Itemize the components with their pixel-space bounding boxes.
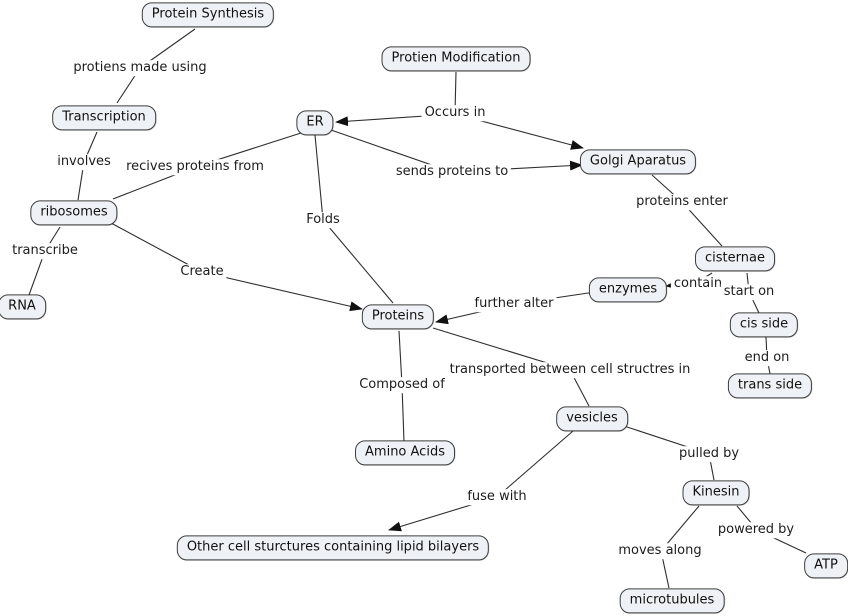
edge-line xyxy=(496,430,574,498)
concept-node-cis-side[interactable]: cis side xyxy=(729,312,799,338)
edge-label-recives-proteins-from[interactable]: recives proteins from xyxy=(123,159,267,175)
edge-line xyxy=(322,219,394,304)
edge-label-proteins-enter[interactable]: proteins enter xyxy=(633,194,731,210)
concept-node-vesicles[interactable]: vesicles xyxy=(556,406,628,432)
edge-label-create[interactable]: Create xyxy=(177,264,227,280)
concept-node-amino-acids[interactable]: Amino Acids xyxy=(355,440,455,466)
concept-node-microtubules[interactable]: microtubules xyxy=(619,588,725,614)
edge-label-involves[interactable]: involves xyxy=(54,154,114,170)
concept-node-other-cell-structures[interactable]: Other cell sturctures containing lipid b… xyxy=(176,535,490,561)
edge-label-transcribe[interactable]: transcribe xyxy=(9,243,81,259)
edge-line xyxy=(398,330,403,386)
edge-line xyxy=(314,134,324,221)
concept-node-atp[interactable]: ATP xyxy=(804,553,848,579)
concept-node-cisternae[interactable]: cisternae xyxy=(695,246,775,272)
concept-node-kinesin[interactable]: Kinesin xyxy=(682,480,750,506)
concept-node-rna[interactable]: RNA xyxy=(0,294,46,320)
edge-label-occurs-in[interactable]: Occurs in xyxy=(421,105,489,121)
concept-node-golgi-aparatus[interactable]: Golgi Aparatus xyxy=(579,149,697,175)
edge-label-start-on[interactable]: start on xyxy=(720,284,778,300)
edge-line xyxy=(201,271,363,312)
edge-label-composed-of[interactable]: Composed of xyxy=(356,377,448,393)
edge-label-folds[interactable]: Folds xyxy=(303,212,343,228)
concept-node-protein-synthesis[interactable]: Protein Synthesis xyxy=(141,2,275,28)
concept-node-protien-modification[interactable]: Protien Modification xyxy=(381,46,531,72)
concept-node-ribosomes[interactable]: ribosomes xyxy=(30,200,118,226)
concept-node-trans-side[interactable]: trans side xyxy=(727,373,813,399)
edge-label-moves-along[interactable]: moves along xyxy=(615,543,705,559)
edge-label-powered-by[interactable]: powered by xyxy=(714,522,798,538)
edge-label-transported[interactable]: transported between cell structres in xyxy=(446,362,694,378)
edge-line xyxy=(110,222,203,273)
edge-line xyxy=(401,384,405,443)
concept-node-transcription[interactable]: Transcription xyxy=(52,105,156,131)
edge-label-sends-proteins-to[interactable]: sends proteins to xyxy=(392,164,512,180)
edge-label-pulled-by[interactable]: pulled by xyxy=(675,446,743,462)
edge-label-end-on[interactable]: end on xyxy=(741,350,793,366)
edge-label-contain[interactable]: contain xyxy=(670,276,726,292)
edge-label-fuse-with[interactable]: fuse with xyxy=(464,489,530,505)
concept-node-enzymes[interactable]: enzymes xyxy=(588,277,668,303)
concept-node-er[interactable]: ER xyxy=(296,110,334,136)
edge-label-further-alter[interactable]: further alter xyxy=(471,296,557,312)
concept-node-proteins[interactable]: Proteins xyxy=(361,304,435,330)
edge-label-protiens-made-using[interactable]: protiens made using xyxy=(70,60,210,76)
